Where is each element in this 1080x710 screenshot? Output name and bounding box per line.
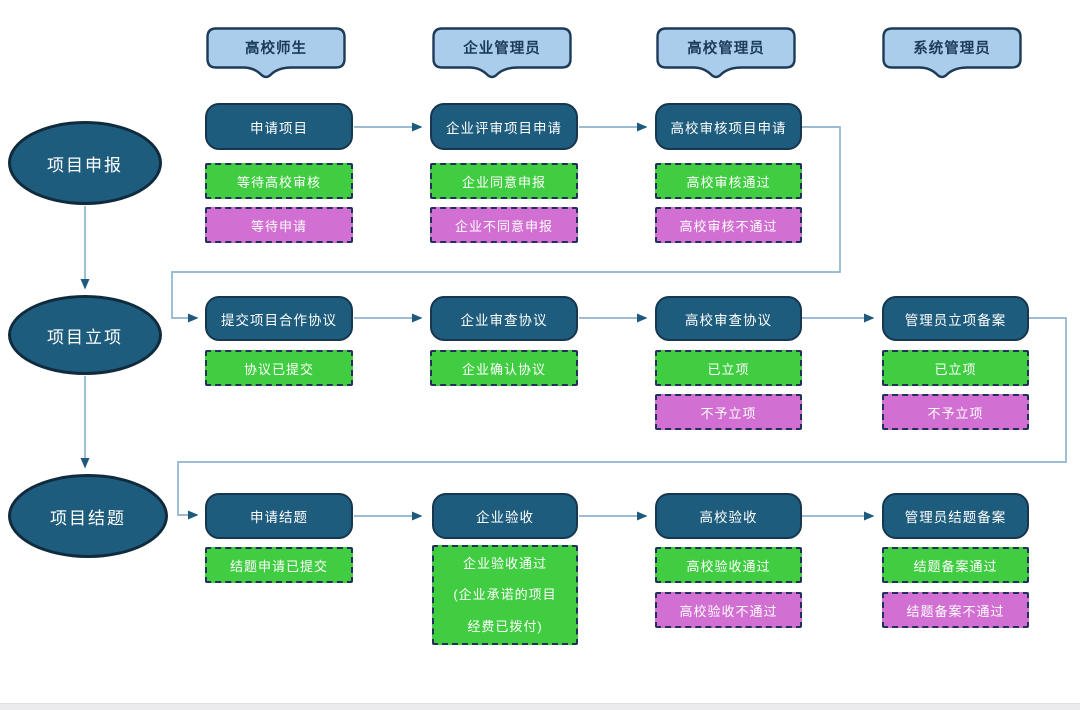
status-badge: 企业确认协议 [430, 350, 578, 386]
phase-ellipse-project-approval: 项目立项 [8, 295, 162, 375]
step-box-submit-cooperation-agreement: 提交项目合作协议 [205, 296, 353, 341]
status-badge: 高校审核不通过 [655, 207, 802, 243]
status-badge: 结题备案不通过 [882, 592, 1029, 628]
status-line: (企业承诺的项目 [453, 587, 557, 603]
status-badge: 已立项 [655, 350, 802, 386]
lane-header-label: 系统管理员 [913, 40, 991, 57]
status-badge-multiline: 企业验收通过 (企业承诺的项目 经费已拨付) [432, 545, 578, 645]
banner-shape [432, 27, 572, 79]
lane-header-university-staff: 高校师生 [206, 27, 346, 79]
status-badge: 不予立项 [882, 394, 1029, 430]
status-badge: 企业同意申报 [430, 163, 578, 199]
lane-header-label: 企业管理员 [463, 40, 541, 57]
status-badge: 等待高校审核 [205, 163, 353, 199]
status-badge: 协议已提交 [205, 350, 353, 386]
arrow-row1-to-row2-loop [171, 126, 841, 323]
page-bottom-divider [0, 703, 1080, 710]
step-box-enterprise-review-application: 企业评审项目申请 [430, 103, 578, 150]
status-badge: 结题申请已提交 [205, 547, 353, 583]
step-box-university-acceptance: 高校验收 [655, 493, 802, 539]
lane-header-enterprise-admin: 企业管理员 [432, 27, 572, 79]
lane-header-label: 高校师生 [245, 40, 307, 57]
lane-header-label: 高校管理员 [687, 40, 765, 57]
status-badge: 高校验收不通过 [655, 592, 802, 628]
arrow-row2-to-row3-loop [177, 317, 1067, 520]
status-line: 经费已拨付) [467, 618, 543, 634]
step-box-university-review-application: 高校审核项目申请 [655, 103, 802, 150]
step-box-enterprise-review-agreement: 企业审查协议 [430, 296, 578, 341]
step-box-admin-approval-filing: 管理员立项备案 [882, 296, 1029, 341]
status-badge: 高校验收通过 [655, 547, 802, 583]
step-box-enterprise-acceptance: 企业验收 [432, 493, 578, 539]
step-box-apply-project: 申请项目 [205, 103, 353, 150]
step-box-admin-conclusion-filing: 管理员结题备案 [882, 493, 1029, 539]
step-box-apply-conclusion: 申请结题 [205, 493, 353, 539]
banner-shape [882, 27, 1022, 79]
banner-shape [656, 27, 796, 79]
lane-header-university-admin: 高校管理员 [656, 27, 796, 79]
status-badge: 不予立项 [655, 394, 802, 430]
banner-shape [206, 27, 346, 79]
status-badge: 结题备案通过 [882, 547, 1029, 583]
status-badge: 高校审核通过 [655, 163, 802, 199]
step-box-university-review-agreement: 高校审查协议 [655, 296, 802, 341]
phase-ellipse-project-conclusion: 项目结题 [8, 474, 168, 558]
status-badge: 等待申请 [205, 207, 353, 243]
phase-ellipse-project-application: 项目申报 [8, 121, 162, 205]
status-badge: 已立项 [882, 350, 1029, 386]
lane-header-system-admin: 系统管理员 [882, 27, 1022, 79]
status-line: 企业验收通过 [462, 556, 547, 572]
status-badge: 企业不同意申报 [430, 207, 578, 243]
